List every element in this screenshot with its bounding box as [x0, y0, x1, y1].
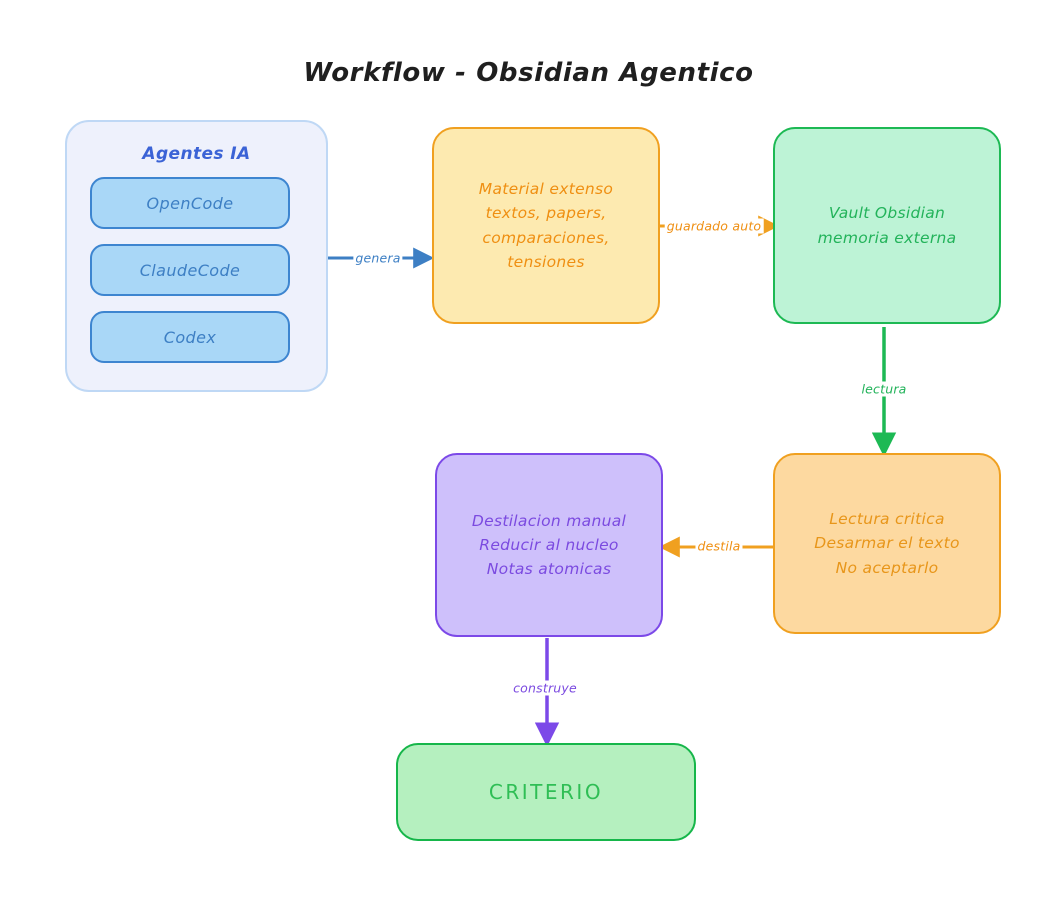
node-label-criterio: CRITERIO [488, 779, 604, 804]
edge-label-guardado-auto: guardado auto [664, 218, 764, 234]
edge-label-destila: destila [695, 538, 743, 554]
edge-label-genera: genera [353, 250, 403, 266]
subgraph-title-agentes-ia: Agentes IA [142, 144, 251, 164]
node-lectura-critica[interactable]: Lectura critica Desarmar el texto No ace… [773, 453, 1001, 634]
edge-label-construye: construye [511, 680, 579, 696]
node-label-lectura-critica: Lectura critica Desarmar el texto No ace… [814, 510, 960, 577]
agent-box-codex[interactable]: Codex [90, 311, 290, 363]
node-label-material: Material extenso textos, papers, compara… [478, 180, 614, 271]
agent-box-claudecode[interactable]: ClaudeCode [90, 244, 290, 296]
diagram-title: Workflow - Obsidian Agentico [303, 58, 754, 88]
node-destilacion[interactable]: Destilacion manual Reducir al nucleo Not… [435, 453, 663, 637]
node-material[interactable]: Material extenso textos, papers, compara… [432, 127, 660, 324]
node-criterio[interactable]: CRITERIO [396, 743, 696, 841]
subgraph-agentes-ia: Agentes IA OpenCode ClaudeCode Codex [65, 120, 328, 392]
node-label-vault: Vault Obsidian memoria externa [817, 204, 957, 247]
agent-label-opencode: OpenCode [146, 193, 234, 213]
agent-label-codex: Codex [163, 327, 217, 347]
agent-label-claudecode: ClaudeCode [139, 260, 241, 280]
edge-label-lectura: lectura [859, 381, 909, 397]
agent-box-opencode[interactable]: OpenCode [90, 177, 290, 229]
node-vault[interactable]: Vault Obsidian memoria externa [773, 127, 1001, 324]
node-label-destilacion: Destilacion manual Reducir al nucleo Not… [471, 511, 627, 578]
